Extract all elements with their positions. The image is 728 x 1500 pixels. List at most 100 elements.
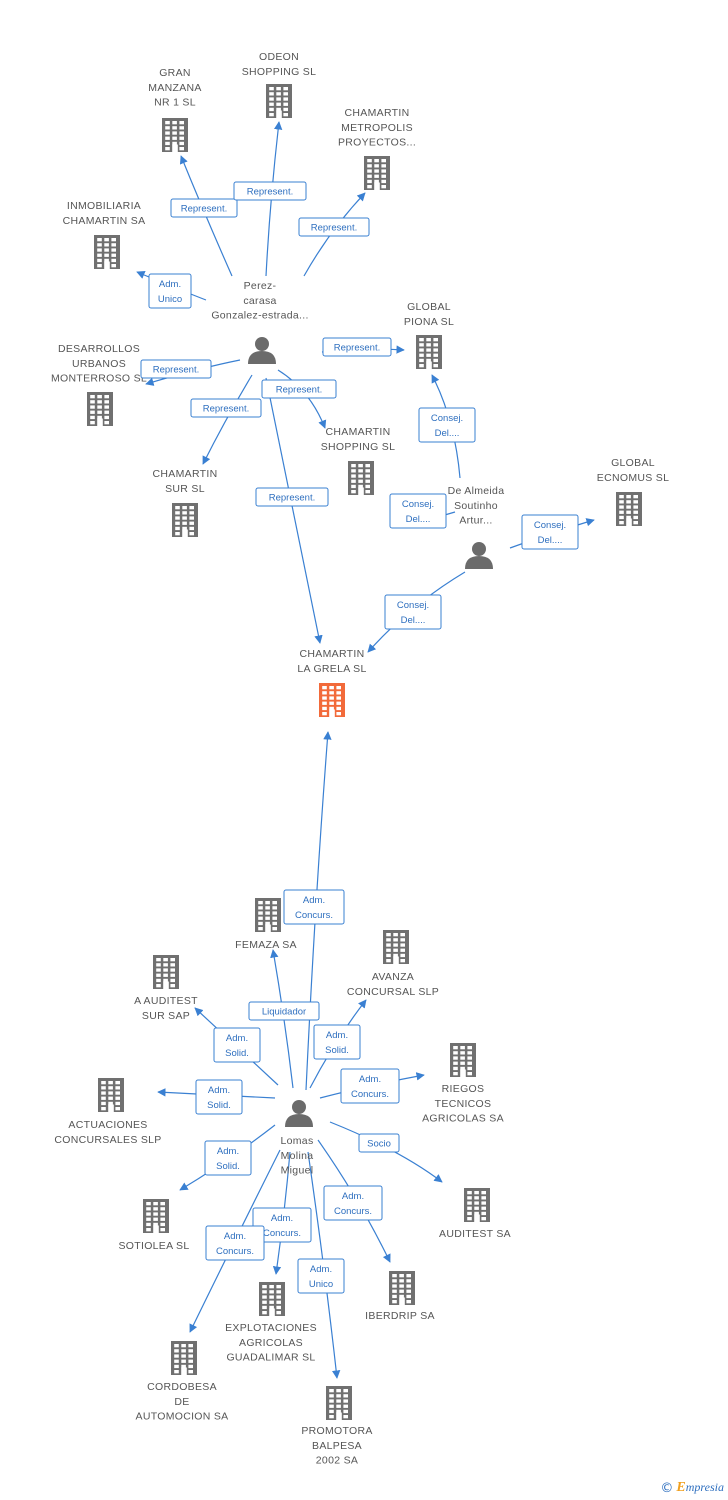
node-label: Lomas [280, 1135, 313, 1147]
node-label: SHOPPING SL [242, 66, 317, 78]
building-icon[interactable] [416, 335, 442, 369]
node-de-almeida[interactable]: De AlmeidaSoutinhoArtur... [448, 485, 505, 569]
node-label: GLOBAL [407, 301, 451, 313]
edge-label-perez-chamartin-shopping[interactable]: Represent. [261, 379, 337, 399]
building-icon[interactable] [266, 84, 292, 118]
edge-label-perez-desarrollos[interactable]: Represent. [140, 359, 212, 379]
edge-label-text: Liquidador [262, 1007, 306, 1018]
building-icon[interactable] [94, 235, 120, 269]
edge-label-perez-metropolis[interactable]: Represent. [298, 217, 370, 237]
edge-label-lomas-actuaciones[interactable]: Adm.Solid. [195, 1079, 243, 1115]
edge-label-lomas-avanza[interactable]: Adm.Solid. [313, 1024, 361, 1060]
edge-label-lomas-sotiolea[interactable]: Adm.Solid. [204, 1140, 252, 1176]
edge-label-lomas-cordobesa[interactable]: Adm.Concurs. [205, 1225, 265, 1261]
node-label: LA GRELA SL [297, 663, 366, 675]
building-icon[interactable] [616, 492, 642, 526]
building-icon[interactable] [162, 118, 188, 152]
edge-line-perez-la-grela [265, 377, 323, 644]
building-icon[interactable] [153, 955, 179, 989]
building-icon[interactable] [259, 1282, 285, 1316]
edge-label-text: Concurs. [295, 910, 333, 921]
edge-label-perez-global-piona[interactable]: Represent. [322, 337, 392, 357]
node-label: AGRICOLAS [239, 1337, 303, 1349]
building-icon[interactable] [348, 461, 374, 495]
edge-label-box [204, 1140, 252, 1176]
building-icon[interactable] [255, 898, 281, 932]
building-icon[interactable] [364, 156, 390, 190]
edge-label-text: Represent. [269, 493, 315, 504]
edge-label-box [418, 407, 476, 443]
edge-label-almeida-ecnomus[interactable]: Consej.Del.... [521, 514, 579, 550]
edge-label-text: Consej. [534, 520, 566, 531]
edge-label-lomas-riegos[interactable]: Adm.Concurs. [340, 1068, 400, 1104]
edge-label-perez-gran-manzana[interactable]: Represent. [170, 198, 238, 218]
edge-label-lomas-iberdrip[interactable]: Adm.Concurs. [323, 1185, 383, 1221]
node-label: EXPLOTACIONES [225, 1322, 317, 1334]
person-icon[interactable] [465, 542, 493, 569]
node-auditest[interactable]: AUDITEST SA [439, 1188, 511, 1240]
edge-label-almeida-la-grela[interactable]: Consej.Del.... [384, 594, 442, 630]
edge-label-box [252, 1207, 312, 1243]
edge-label-box [323, 1185, 383, 1221]
edge-label-lomas-a-auditest[interactable]: Adm.Solid. [213, 1027, 261, 1063]
edge-label-text: Concurs. [216, 1246, 254, 1257]
node-label: Soutinho [454, 500, 498, 512]
node-label: Molina [281, 1150, 314, 1162]
edge-label-lomas-la-grela[interactable]: Adm. Concurs. [283, 889, 345, 925]
edge-label-text: Represent. [334, 343, 380, 354]
edge-label-text: Adm. [208, 1085, 230, 1096]
node-sotiolea[interactable]: SOTIOLEA SL [119, 1199, 190, 1252]
edge-label-lomas-femaza[interactable]: Liquidador [248, 1001, 320, 1021]
building-icon[interactable] [171, 1341, 197, 1375]
node-label: RIEGOS [442, 1083, 485, 1095]
building-icon[interactable] [389, 1271, 415, 1305]
edge-label-perez-chamartin-sur[interactable]: Represent. [190, 398, 262, 418]
edge-label-perez-inmobiliaria[interactable]: Adm.Unico [148, 273, 192, 309]
node-label: AVANZA [372, 971, 414, 983]
edge-label-lomas-promotora[interactable]: Adm.Unico [297, 1258, 345, 1294]
node-label: TECNICOS [435, 1098, 492, 1110]
node-perez-carasa[interactable]: Perez-carasaGonzalez-estrada... [211, 280, 308, 364]
edge-label-lomas-explotaciones[interactable]: Adm.Concurs. [252, 1207, 312, 1243]
building-icon[interactable] [172, 503, 198, 537]
node-femaza[interactable]: FEMAZA SA [235, 898, 297, 951]
node-label: CHAMARTIN [326, 426, 391, 438]
node-chamartin-metropolis[interactable]: CHAMARTINMETROPOLISPROYECTOS... [338, 107, 416, 190]
edge-label-text: Adm. [303, 895, 325, 906]
building-icon[interactable] [383, 930, 409, 964]
edge-label-lomas-auditest[interactable]: Socio [358, 1133, 400, 1153]
edge-label-perez-odeon[interactable]: Represent. [233, 181, 307, 201]
building-icon[interactable] [87, 392, 113, 426]
edge-label-box [255, 487, 329, 507]
building-icon[interactable] [450, 1043, 476, 1077]
building-icon[interactable] [98, 1078, 124, 1112]
person-icon[interactable] [285, 1100, 313, 1127]
edge-label-perez-la-grela[interactable]: Represent. [255, 487, 329, 507]
building-icon[interactable] [143, 1199, 169, 1233]
building-icon[interactable] [319, 683, 345, 717]
brand-logo[interactable]: Empresia [676, 1480, 724, 1496]
building-icon[interactable] [464, 1188, 490, 1222]
node-iberdrip[interactable]: IBERDRIP SA [365, 1271, 435, 1322]
building-icon[interactable] [326, 1386, 352, 1420]
edge-label-almeida-global-piona[interactable]: Consej.Del.... [418, 407, 476, 443]
person-icon[interactable] [248, 337, 276, 364]
edge-label-almeida-chamartin-shopping[interactable]: Consej.Del.... [389, 493, 447, 529]
